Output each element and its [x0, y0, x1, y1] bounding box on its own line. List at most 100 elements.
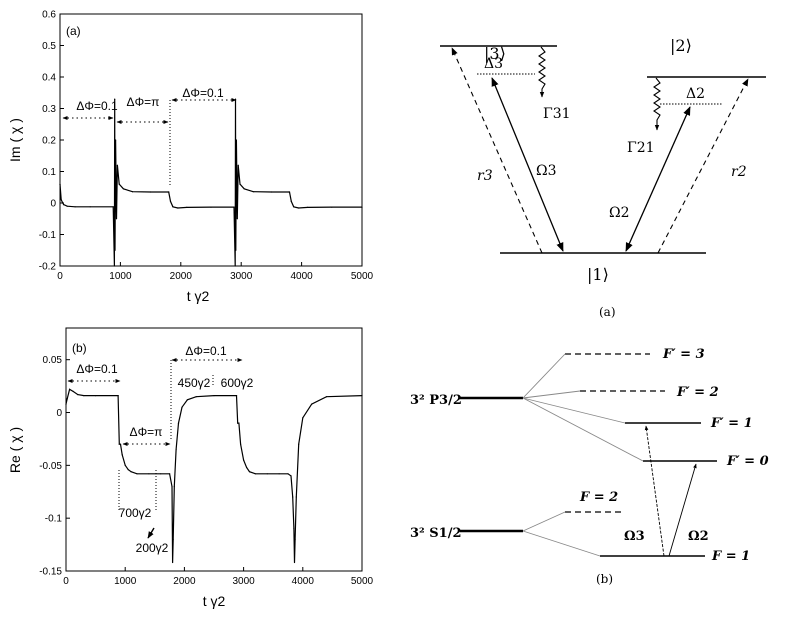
plot-b-data-point — [248, 471, 251, 473]
s-state-label: 3² S1/2 — [410, 526, 462, 541]
plot-b-ylabel: Re ( χ ) — [7, 427, 23, 473]
plot-a-y-tick-label: -0.1 — [39, 230, 57, 241]
gamma31-label: Γ31 — [543, 106, 571, 122]
plot-b-data-point — [95, 395, 97, 397]
plot-a-x-tick-label: 0 — [57, 271, 63, 282]
plot-a-y-tick-label: 0.1 — [42, 167, 56, 178]
transition-omega3-arrow — [644, 425, 665, 557]
decay-gamma21-arrow — [653, 77, 661, 131]
plot-b-data-point — [287, 473, 289, 475]
fan-line-5 — [522, 511, 566, 532]
plot-a-data-point — [122, 188, 124, 190]
fan-line-4 — [522, 397, 644, 462]
level-diagram-b: 3² P3/2 3² S1/2 F′ = 3 F′ = 2 F′ = 1 F′ … — [410, 347, 769, 586]
plot-a-data-point — [243, 188, 245, 190]
plot-a-y-tick-label: 0 — [50, 199, 56, 210]
plot-b-data-point — [77, 394, 79, 396]
plot-a-data-point — [59, 183, 61, 185]
plot-b-data-point — [293, 561, 296, 564]
plot-a-data-point — [290, 200, 292, 202]
plot-b-data-point — [302, 417, 304, 419]
plot-a-data-point — [237, 164, 239, 166]
plot-a-data-point — [233, 206, 235, 208]
plot-a-data-point — [116, 164, 118, 166]
plot-b-series-line — [65, 388, 363, 563]
plot-b-data-point — [243, 459, 245, 461]
plot-a-data-point — [307, 206, 309, 208]
plot-a-data-point — [270, 191, 272, 193]
level-fp3-label: F′ = 3 — [662, 347, 705, 362]
plot-b-data-point — [311, 403, 313, 405]
plot-a-data-point — [331, 206, 333, 208]
plot-a-data-point — [169, 200, 172, 202]
plot-a-data-point — [234, 265, 236, 267]
plot-b-data-point — [213, 395, 215, 397]
plot-a-data-point — [74, 206, 76, 208]
plot-b-data-point — [136, 473, 138, 475]
plot-a-data-point — [252, 191, 254, 193]
plot-a-data-point — [112, 206, 114, 208]
level-fp2-label: F′ = 2 — [676, 385, 719, 400]
plot-b-x-tick-label: 5000 — [351, 576, 374, 587]
plot-b-data-point — [171, 485, 173, 488]
plot-a-y-tick-label: 0.4 — [42, 73, 56, 84]
plot-b-x-tick-label: 4000 — [292, 576, 315, 587]
plot-b-data-point — [295, 496, 297, 498]
plot-b-x-tick-label: 3000 — [232, 576, 255, 587]
plot-a-data-point — [60, 199, 62, 201]
plot-a-data-point — [239, 183, 241, 185]
fan-line-6 — [522, 530, 601, 557]
plot-b-data-point — [177, 422, 180, 424]
plot-b-data-point — [160, 473, 162, 475]
plot-b-data-point — [72, 390, 74, 392]
plot-b-data-point — [325, 396, 328, 398]
delta3-label: Δ3 — [484, 56, 503, 72]
plot-a-data-point — [361, 206, 363, 208]
plot-b-data-point — [65, 403, 67, 405]
plot-b-annotation-1: ΔΦ=0.1 — [76, 362, 118, 376]
plot-a-y-tick-label: -0.2 — [39, 262, 57, 273]
plot-b-data-point — [290, 475, 292, 477]
omega3-label: Ω3 — [536, 163, 557, 179]
probe-r3-arrow — [451, 47, 543, 254]
plot-a-ylabel: Im ( χ ) — [7, 118, 23, 162]
level-f2-label: F = 2 — [579, 490, 618, 505]
plot-a-data-point — [172, 206, 174, 208]
plot-a-annotation-2: ΔΦ=π — [127, 95, 160, 109]
plot-a-data-point — [210, 206, 212, 208]
plot-a-data-point — [177, 207, 179, 209]
plot-b-data-point — [235, 395, 238, 397]
plot-b-data-point — [195, 396, 197, 398]
plot-a-xlabel: t γ2 — [187, 288, 210, 304]
plot-b-data-point — [66, 398, 68, 400]
omega2-label: Ω2 — [609, 205, 630, 221]
plot-b-annotation-5: 600γ2 — [221, 376, 254, 390]
plot-a-data-point — [115, 218, 118, 220]
plot-a-data-point — [293, 206, 295, 208]
plot-a-data-point — [114, 249, 116, 251]
plot-b-annotation-7: 200γ2 — [136, 541, 169, 555]
plot-a-y-tick-label: 0.5 — [42, 41, 56, 52]
plot-a-x-tick-label: 2000 — [170, 271, 193, 282]
plot-b-annotation-2: ΔΦ=π — [130, 425, 163, 439]
plot-b-pointer-arrow — [147, 527, 155, 539]
plot-b-data-point — [266, 473, 268, 475]
plot-a-data-point — [66, 205, 68, 207]
transition-omega2-arrow — [668, 463, 697, 557]
plot-b-data-point — [169, 473, 171, 475]
plot-b-data-point — [117, 395, 119, 397]
plot-a-data-point — [89, 206, 91, 208]
plot-b-data-point — [361, 395, 363, 397]
plot-b-data-point — [69, 388, 71, 390]
plot-b-data-point — [186, 399, 188, 401]
plot-b-annotation-6: 700γ2 — [119, 506, 152, 520]
plot-b-x-tick-label: 2000 — [173, 576, 196, 587]
level-fp1-label: F′ = 1 — [710, 416, 753, 431]
plot-a-x-tick-label: 3000 — [230, 271, 253, 282]
r2-label: r2 — [731, 164, 747, 180]
plot-b-data-point — [237, 422, 239, 424]
plot-b-y-tick-label: -0.05 — [39, 461, 62, 472]
